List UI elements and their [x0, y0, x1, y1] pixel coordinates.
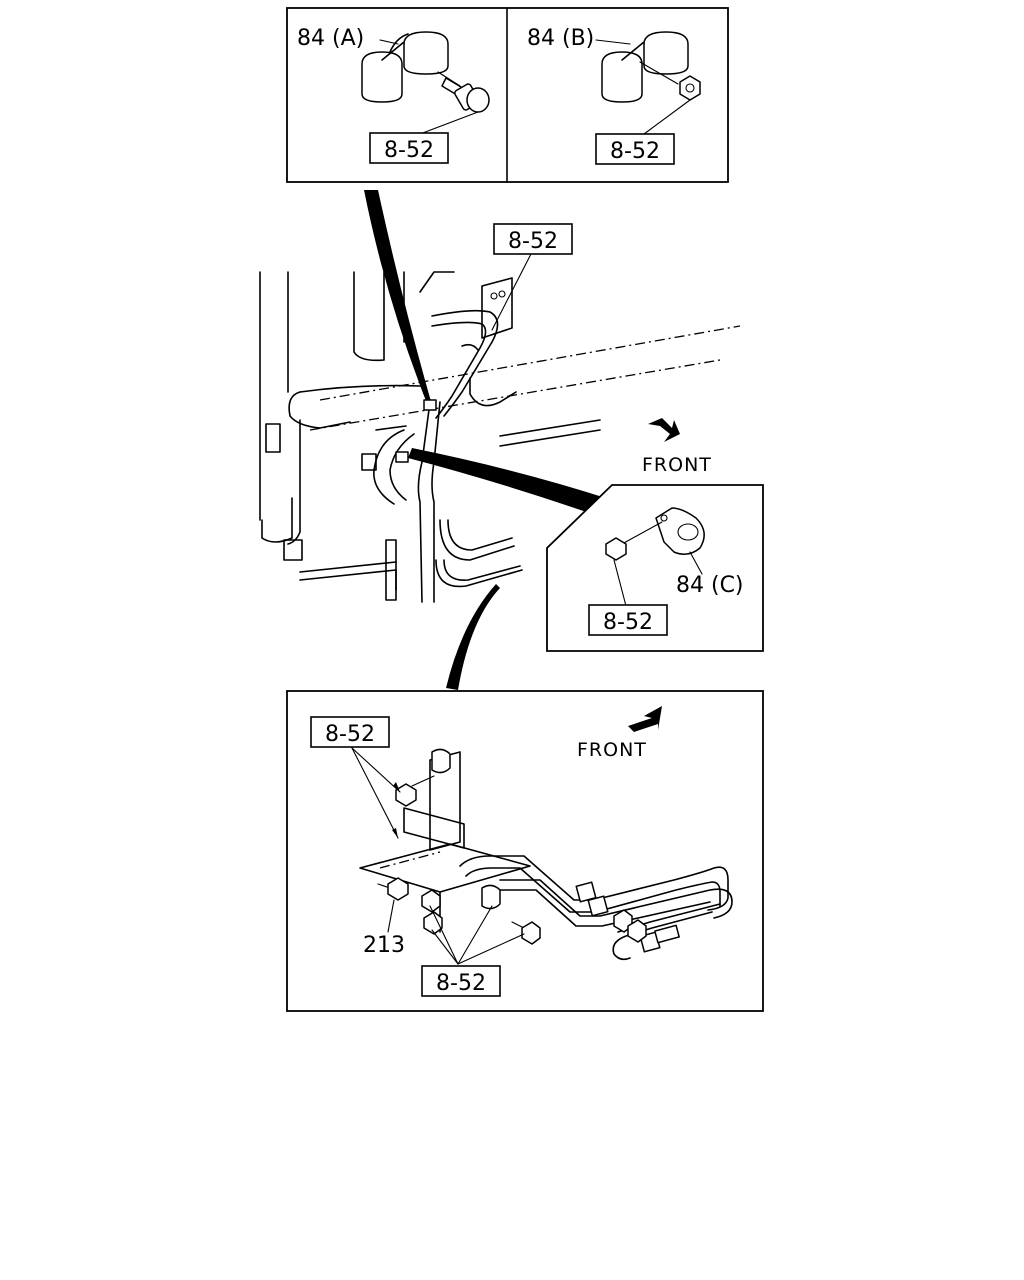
label-213: 213: [363, 933, 405, 958]
label-box-8-52-bottom-upper: 8-52: [310, 716, 401, 839]
label-8-52: 8-52: [384, 138, 434, 163]
front-label-bottom: FRONT: [577, 739, 647, 761]
front-arrow-icon: [628, 706, 662, 732]
label-box-8-52-main: 8-52: [491, 223, 573, 331]
label-8-52: 8-52: [603, 610, 653, 635]
label-clip-b: 84 (B): [527, 26, 594, 51]
label-8-52: 8-52: [508, 229, 558, 254]
callout-wedge-bottom: [446, 584, 500, 690]
label-8-52: 8-52: [325, 722, 375, 747]
front-arrow-icon: [648, 418, 680, 442]
leader-lines-b: [595, 39, 691, 135]
clip-c-illustration: [605, 507, 705, 561]
bracket-assembly-illustration: [359, 748, 733, 961]
label-box-8-52-c: 8-52: [588, 604, 668, 636]
label-8-52: 8-52: [610, 139, 660, 164]
label-box-8-52-b: 8-52: [595, 133, 675, 165]
clip-b-illustration: [601, 31, 701, 103]
label-8-52: 8-52: [436, 971, 486, 996]
callout-wedge-right: [408, 448, 612, 516]
label-213-group: 213: [363, 899, 405, 958]
label-box-8-52-bottom-lower: 8-52: [421, 905, 525, 997]
clip-a-illustration: [361, 31, 490, 113]
label-clip-c: 84 (C): [676, 573, 744, 598]
label-box-8-52-a: 8-52: [369, 132, 449, 164]
label-clip-a: 84 (A): [297, 26, 364, 51]
leader-lines-c: [613, 551, 703, 607]
leader-lines-a: [379, 39, 479, 135]
main-assembly-view: [259, 271, 741, 603]
callout-wedge-top: [364, 190, 432, 406]
front-label-main: FRONT: [642, 454, 712, 476]
